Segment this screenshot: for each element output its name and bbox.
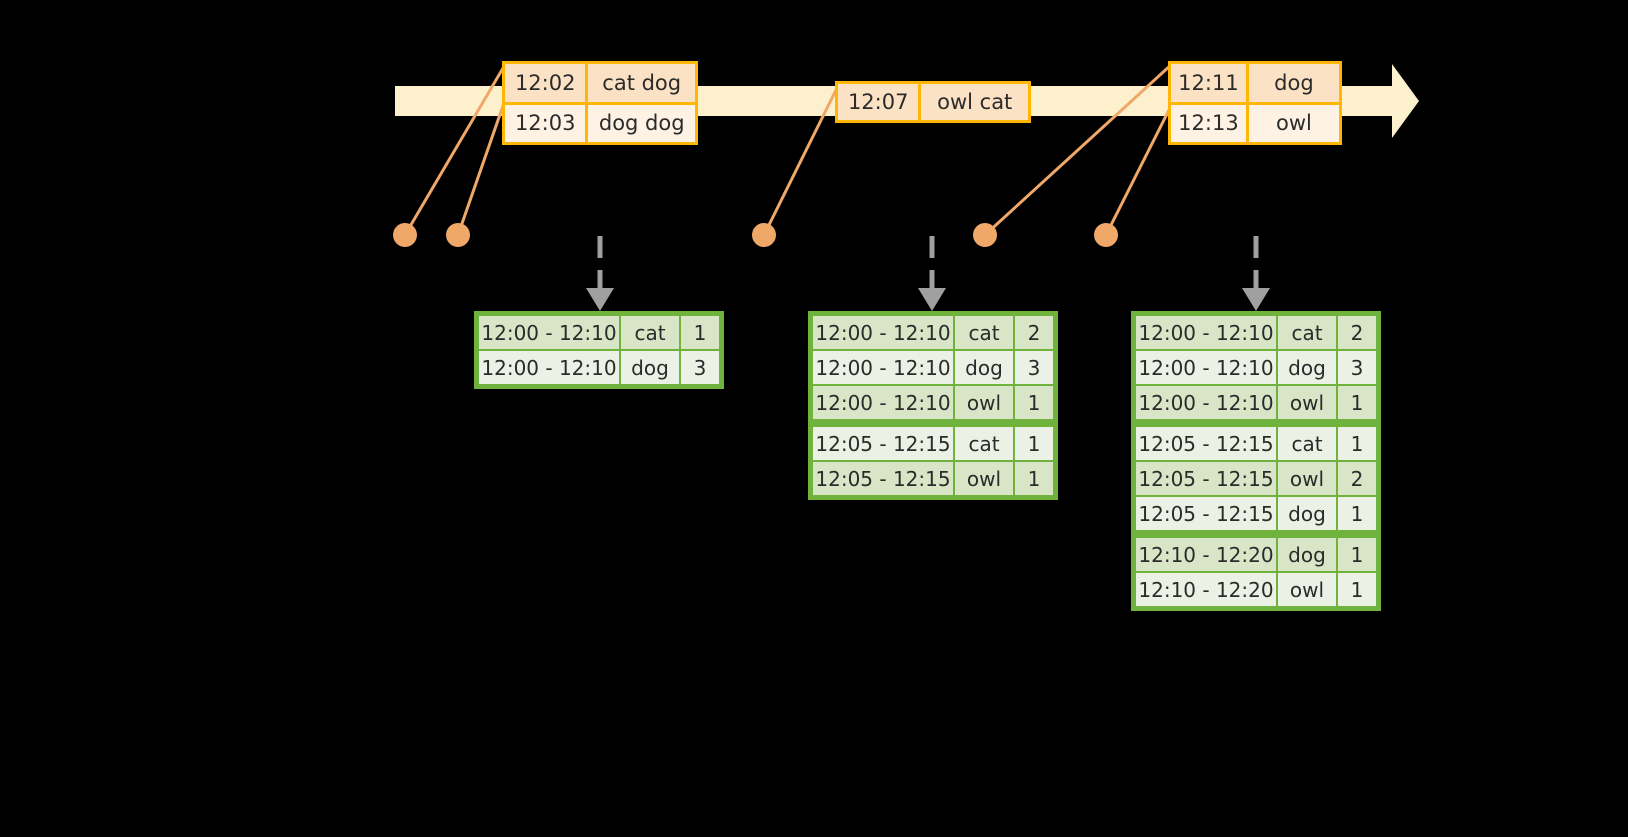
connector-2 [456, 102, 506, 236]
event-dot-2 [446, 223, 470, 247]
timeline-event-box-2[interactable]: 12:07 owl cat [835, 81, 1031, 123]
window-group-separator [1136, 421, 1376, 425]
connector-5 [1104, 103, 1174, 236]
cell-word: dog [621, 351, 679, 384]
cell-window: 12:00 - 12:10 [1136, 316, 1276, 349]
event-words: dog dog [588, 104, 695, 142]
event-words: dog [1248, 64, 1339, 102]
cell-count: 1 [1338, 497, 1376, 530]
cell-window: 12:05 - 12:15 [1136, 462, 1276, 495]
dashed-arrow-2-head [918, 288, 946, 311]
cell-window: 12:00 - 12:10 [813, 351, 953, 384]
cell-window: 12:10 - 12:20 [1136, 573, 1276, 606]
cell-count: 1 [1338, 386, 1376, 419]
event-words: owl [1248, 104, 1339, 142]
event-dot-1 [393, 223, 417, 247]
window-group-separator [1136, 532, 1376, 536]
cell-count: 2 [1015, 316, 1053, 349]
cell-word: owl [1278, 573, 1336, 606]
event-dot-5 [1094, 223, 1118, 247]
cell-window: 12:00 - 12:10 [479, 316, 619, 349]
cell-word: owl [955, 386, 1013, 419]
cell-word: owl [1278, 386, 1336, 419]
cell-window: 12:00 - 12:10 [479, 351, 619, 384]
cell-word: cat [621, 316, 679, 349]
cell-window: 12:00 - 12:10 [1136, 386, 1276, 419]
event-words: owl cat [921, 84, 1028, 120]
cell-window: 12:00 - 12:10 [813, 316, 953, 349]
dashed-arrow-3-head [1242, 288, 1270, 311]
cell-word: dog [955, 351, 1013, 384]
timeline-event-row[interactable]: 12:03 dog dog [505, 101, 695, 142]
event-time: 12:03 [505, 104, 589, 142]
cell-word: cat [955, 427, 1013, 460]
timeline-event-row[interactable]: 12:02 cat dog [505, 64, 695, 102]
cell-count: 1 [1338, 538, 1376, 571]
cell-count: 2 [1338, 316, 1376, 349]
cell-count: 1 [1015, 462, 1053, 495]
window-group-separator [813, 421, 1053, 425]
cell-count: 1 [1015, 427, 1053, 460]
timeline-event-box-3[interactable]: 12:11 dog 12:13 owl [1168, 61, 1342, 145]
event-time: 12:11 [1171, 64, 1249, 102]
cell-count: 3 [1338, 351, 1376, 384]
cell-word: cat [1278, 316, 1336, 349]
event-dot-4 [973, 223, 997, 247]
timeline-arrow-head [1370, 64, 1419, 138]
cell-window: 12:05 - 12:15 [813, 462, 953, 495]
event-dot-3 [752, 223, 776, 247]
timeline-event-row[interactable]: 12:07 owl cat [838, 84, 1028, 120]
cell-word: cat [1278, 427, 1336, 460]
timeline-event-box-1[interactable]: 12:02 cat dog 12:03 dog dog [502, 61, 698, 145]
cell-window: 12:10 - 12:20 [1136, 538, 1276, 571]
cell-window: 12:00 - 12:10 [1136, 351, 1276, 384]
dashed-arrows [586, 236, 1270, 311]
cell-window: 12:05 - 12:15 [1136, 497, 1276, 530]
timeline-event-row[interactable]: 12:11 dog [1171, 64, 1339, 102]
cell-count: 1 [1015, 386, 1053, 419]
cell-word: dog [1278, 538, 1336, 571]
event-words: cat dog [588, 64, 695, 102]
cell-window: 12:00 - 12:10 [813, 386, 953, 419]
dashed-arrow-1-head [586, 288, 614, 311]
cell-word: owl [1278, 462, 1336, 495]
cell-word: dog [1278, 351, 1336, 384]
cell-count: 2 [1338, 462, 1376, 495]
cell-word: cat [955, 316, 1013, 349]
cell-word: dog [1278, 497, 1336, 530]
event-time: 12:13 [1171, 104, 1249, 142]
cell-count: 3 [1015, 351, 1053, 384]
cell-word: owl [955, 462, 1013, 495]
cell-window: 12:05 - 12:15 [1136, 427, 1276, 460]
event-time: 12:02 [505, 64, 589, 102]
cell-count: 3 [681, 351, 719, 384]
cell-window: 12:05 - 12:15 [813, 427, 953, 460]
event-time: 12:07 [838, 84, 922, 120]
timeline-event-row[interactable]: 12:13 owl [1171, 101, 1339, 142]
cell-count: 1 [1338, 573, 1376, 606]
cell-count: 1 [1338, 427, 1376, 460]
cell-count: 1 [681, 316, 719, 349]
